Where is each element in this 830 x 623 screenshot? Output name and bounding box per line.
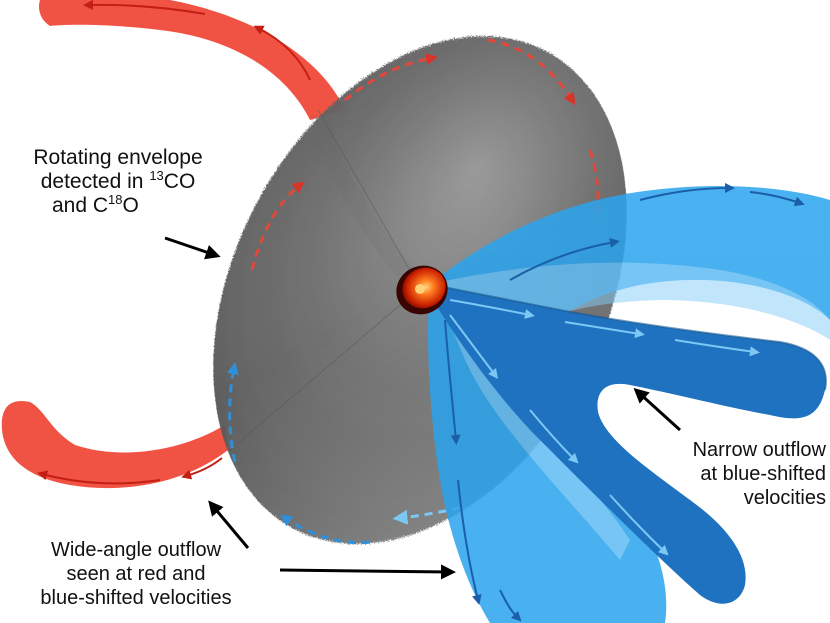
rotation-arrow-red-left <box>250 181 305 271</box>
narrow-outflow-label: Narrow outflow at blue-shifted velocitie… <box>620 438 826 510</box>
wide-outflow-arrow-3 <box>749 191 805 207</box>
red-lobe-top <box>39 0 346 120</box>
pointer-envelope <box>164 236 221 260</box>
narrow-outflow-arrow-5 <box>529 409 579 464</box>
narrow-outflow-arrow-4 <box>449 314 499 379</box>
protostar <box>396 265 448 315</box>
narrow-blue-outflow <box>427 283 827 604</box>
rotation-arrow-red-top <box>344 53 438 102</box>
rotation-arrow-blue-bottom <box>280 514 371 545</box>
wide-outflow-arrow-4 <box>444 319 461 445</box>
red-lobe-bottom <box>1 400 229 489</box>
narrow-outflow-arrow-6 <box>609 494 669 556</box>
narrow-outflow-label-line2: at blue-shifted <box>700 463 826 485</box>
red-lobe-bottom-arrow-2 <box>181 457 223 480</box>
pointer-wide-outflow-blue <box>279 564 456 580</box>
rotation-arrow-red-right <box>588 149 600 223</box>
rotation-arrow-blue-left <box>226 362 239 463</box>
pointer-narrow-outflow <box>633 387 682 432</box>
wide-outflow-label: Wide-angle outflow seen at red and blue-… <box>0 538 272 610</box>
wide-outflow-arrow-1 <box>509 237 620 281</box>
narrow-outflow-arrow-2 <box>564 321 645 339</box>
wide-outflow-arrow-2 <box>639 183 735 201</box>
wide-outflow-arrow-6 <box>499 589 522 622</box>
wide-outflow-label-line1: Wide-angle outflow <box>50 539 222 561</box>
narrow-outflow-label-line3: velocities <box>743 487 826 509</box>
red-lobe-bottom-arrow-1 <box>37 470 161 485</box>
wide-outflow-label-line3: blue-shifted velocities <box>40 587 232 609</box>
envelope-label-line3: and C18O <box>52 192 139 217</box>
wide-outflow-arrow-5 <box>457 479 482 605</box>
rotation-arrow-red-upper-right <box>487 38 576 106</box>
wide-outflow-label-line2: seen at red and <box>66 563 206 585</box>
narrow-outflow-label-line1: Narrow outflow <box>692 439 826 461</box>
narrow-outflow-arrow-1 <box>449 299 535 319</box>
envelope-label-line2: detected in 13CO <box>40 168 196 193</box>
red-lobe-top-arrow-2 <box>253 25 311 81</box>
envelope-label: Rotating envelope detected in 13CO and C… <box>12 146 224 218</box>
narrow-outflow-arrow-3 <box>674 339 760 357</box>
envelope-label-line1: Rotating envelope <box>33 146 203 169</box>
red-lobe-top-arrow-1 <box>83 0 206 15</box>
pointer-wide-outflow-red <box>208 500 250 549</box>
